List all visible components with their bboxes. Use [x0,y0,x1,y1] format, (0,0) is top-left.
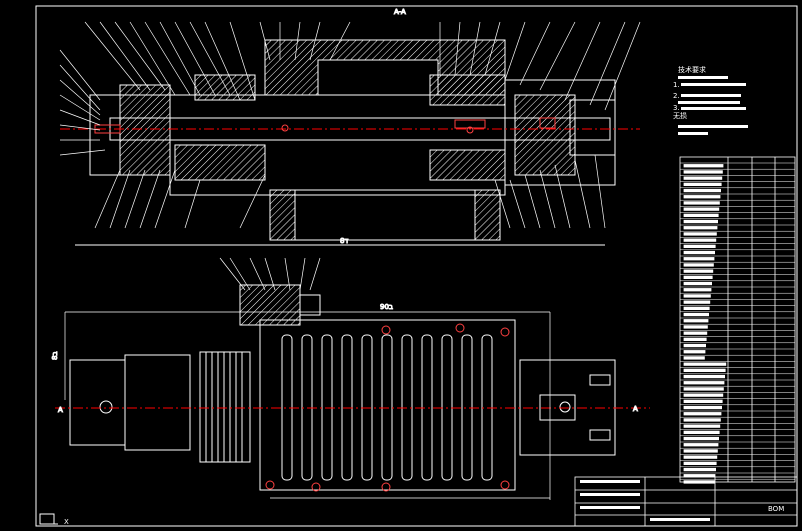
chuck-center-icon [559,401,571,413]
parts-list-entry [683,170,723,174]
parts-list-entry [683,343,707,348]
note-number-1: 1. [673,81,680,89]
parts-list-entry [683,387,724,391]
leader-lines-external [219,257,321,291]
note-number-3: 3. [673,104,680,112]
parts-list-entry [683,195,721,199]
drive-pulley [239,284,301,326]
parts-list-entry [683,356,705,360]
parts-list-entry [683,269,714,273]
parts-list-entry [683,201,720,205]
parts-list-entry [683,443,719,447]
parts-list-entry [683,418,721,422]
leader-lines-left [59,49,106,156]
parts-list-entry [683,294,711,298]
mount-holes [265,323,510,492]
parts-list-entry [683,300,711,304]
motor-body [124,354,191,451]
parts-list-entry [683,455,718,459]
parts-list-entry [683,244,716,249]
pulley-grooves [199,351,251,463]
section-marker-left: A [58,406,63,414]
red-components [94,117,556,134]
belt-pulley [194,74,256,101]
parts-list-entry [683,164,724,168]
external-view: ב90 ב8 A A [51,257,650,500]
parts-list-entry [683,399,723,404]
bottom-length-dimension: ב90 [380,303,393,311]
motor-end-cap [69,359,126,446]
notes-title: 技术要求 [678,65,706,74]
parts-list-entry [683,430,720,435]
leader-lines-bottom [94,154,606,229]
parts-list-entry [683,461,717,466]
parts-list-entry [683,213,719,218]
parts-list-entry [683,232,717,236]
top-length-dimension: 8ד [340,237,348,245]
parts-list-entry [683,226,718,230]
finned-housing [259,319,516,491]
parts-list-entry [683,350,706,354]
base-wall-right [474,189,501,241]
drawing-frame [35,5,798,527]
parts-list-entry [683,424,721,428]
technical-notes: 技术要求 1. 2. 3. 无损 [673,65,748,135]
parts-list-entry [683,257,715,261]
parts-list-entry [683,405,722,410]
parts-list-entry [683,337,707,342]
parts-list-entry [683,176,723,180]
title-block: BOM [574,476,798,527]
parts-list-entry [683,250,716,255]
parts-list-entry [683,182,722,187]
parts-list-entry [683,312,710,317]
section-label: A-A [394,8,406,16]
parts-list-entry [683,467,717,472]
bearing-right [514,94,576,176]
parts-list-entry [683,188,721,193]
spindle-nose [569,99,616,156]
parts-list-entry [683,281,713,286]
parts-list-entry [683,368,726,373]
note-extra: 无损 [673,111,687,120]
parts-list-entry [683,263,714,267]
housing-base [269,189,501,241]
parts-list-entry [683,325,708,329]
parts-list-entry [683,393,724,397]
parts-list-entry [683,436,719,441]
bearing-top-right [429,74,506,106]
ucs-icon: X [39,513,69,526]
motor-hub-icon [99,400,113,414]
parts-list-entry [683,331,708,335]
parts-list-entry [683,362,727,366]
bearing-bottom-right [429,149,506,181]
parts-list-entry [683,374,725,379]
parts-list-entry [683,207,720,211]
parts-list-entry [683,275,713,280]
parts-list-entry [683,480,715,484]
parts-list-entry [683,288,712,292]
chuck-jaw [539,394,576,421]
note-number-2: 2. [673,92,680,100]
sectional-view: A-A 8 [59,8,641,246]
left-height-dimension: ב8 [51,351,59,360]
parts-list-entry [683,412,722,416]
leader-lines-top [84,21,641,111]
parts-list-entry [683,319,709,323]
ucs-x-label: X [64,518,69,526]
pulley-hub [299,294,321,316]
title-block-label: BOM [768,505,784,513]
parts-list-entry [683,381,725,385]
parts-list-entry [683,306,710,311]
parts-list-table [679,156,796,484]
parts-list-entry [683,219,718,224]
pulley-section [119,84,171,176]
section-marker-right: A [633,405,638,413]
parts-list-entry [683,238,717,242]
parts-list-entry [683,449,718,453]
base-wall-left [269,189,296,241]
bearing-left [174,144,266,181]
